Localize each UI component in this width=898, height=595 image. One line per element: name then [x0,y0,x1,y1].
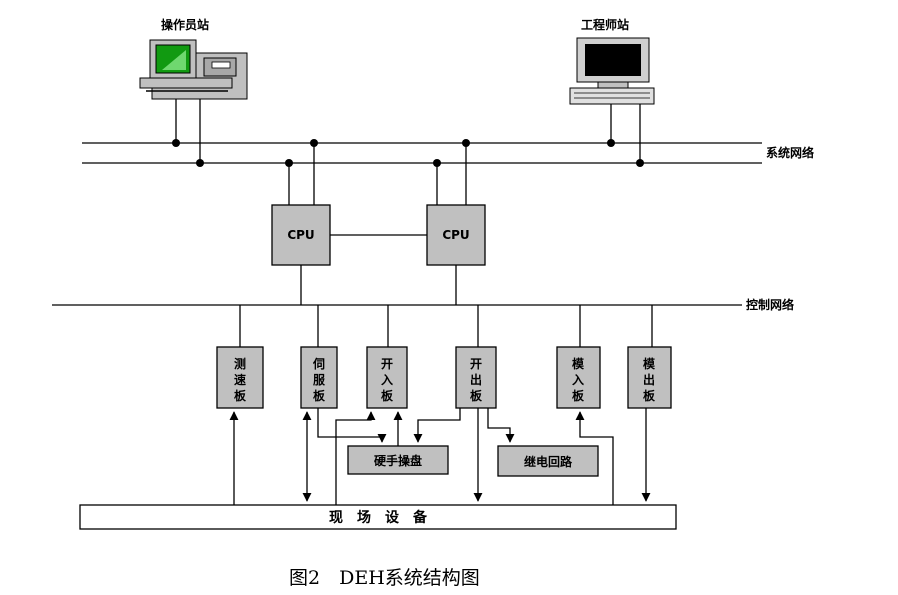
operator-station-icon [139,39,248,100]
operator-station-label: 操作员站 [161,17,209,32]
control-network-label: 控制网络 [746,297,794,312]
relay-loop-label: 继电回路 [524,454,573,469]
hand-panel-label: 硬手操盘 [374,453,422,468]
system-network [82,99,762,205]
relay-loop-box [497,445,599,477]
board-digital-out-label: 开出板 [470,357,483,403]
figure-caption: 图2 DEH系统结构图 [289,567,480,589]
board-analog-in-label: 模入板 [572,356,585,403]
cpu-1-label: CPU [287,228,314,242]
system-network-label: 系统网络 [766,145,814,160]
board-digital-in: 开入板 [366,346,408,409]
board-servo: 伺服板 [300,346,338,409]
board-servo-label: 伺服板 [312,356,326,403]
field-device-label: 现 场 设 备 [329,509,428,526]
board-speed: 测速板 [216,346,264,409]
board-digital-out: 开出板 [455,346,497,409]
signal-wiring [229,408,651,505]
board-digital-in-label: 开入板 [381,357,394,403]
field-device-box [79,504,677,530]
board-analog-out-label: 模出板 [643,356,656,403]
cpu-2-label: CPU [442,228,469,242]
board-analog-out: 模出板 [627,346,672,409]
engineer-station-label: 工程师站 [581,17,629,32]
engineer-station-icon [569,37,655,105]
board-analog-in: 模入板 [556,346,601,409]
board-speed-label: 测速板 [234,356,247,403]
hand-panel-box [347,445,449,475]
